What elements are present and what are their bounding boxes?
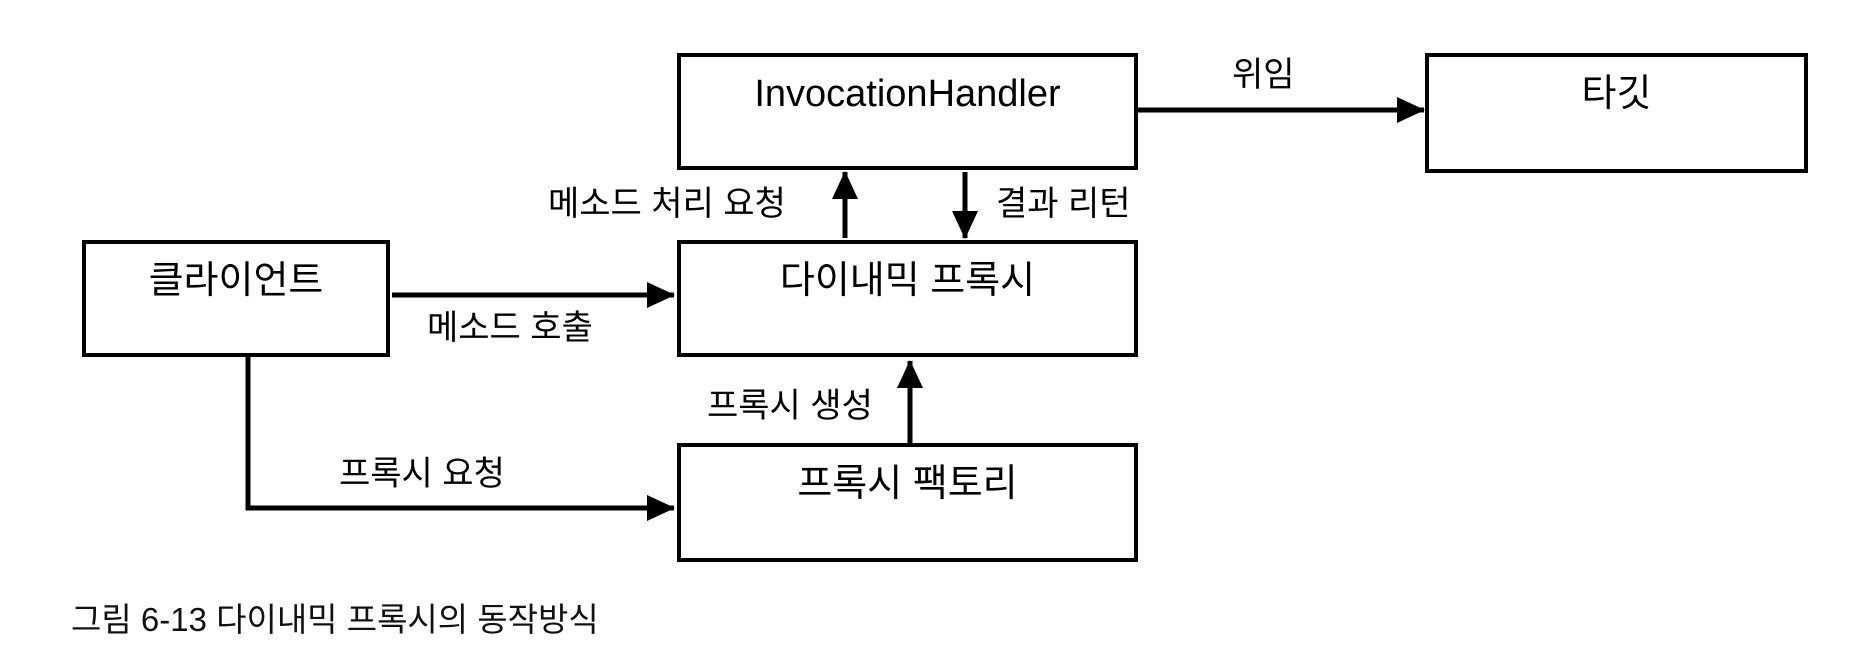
proxy-request-arrow <box>245 355 675 521</box>
node-target: 타깃 <box>1425 53 1808 173</box>
method-process-request-label: 메소드 처리 요청 <box>548 185 786 223</box>
node-dynamic-proxy-label: 다이내믹 프록시 <box>779 260 1036 302</box>
node-dynamic-proxy: 다이내믹 프록시 <box>677 240 1138 357</box>
node-invocation-handler: InvocationHandler <box>677 53 1138 170</box>
proxy-creation-label: 프록시 생성 <box>707 387 873 425</box>
node-target-label: 타깃 <box>1581 73 1652 115</box>
result-return-label: 결과 리턴 <box>996 185 1131 223</box>
node-invocation-handler-label: InvocationHandler <box>754 73 1061 115</box>
node-proxy-factory-label: 프록시 팩토리 <box>797 463 1018 505</box>
figure-caption: 그림 6-13 다이내믹 프록시의 동작방식 <box>71 601 599 638</box>
node-proxy-factory: 프록시 팩토리 <box>677 443 1138 562</box>
node-client: 클라이언트 <box>82 240 390 357</box>
proxy-request-label: 프록시 요청 <box>339 455 505 493</box>
delegation-label: 위임 <box>1232 56 1295 94</box>
node-client-label: 클라이언트 <box>148 260 324 302</box>
method-call-label: 메소드 호출 <box>427 309 593 347</box>
